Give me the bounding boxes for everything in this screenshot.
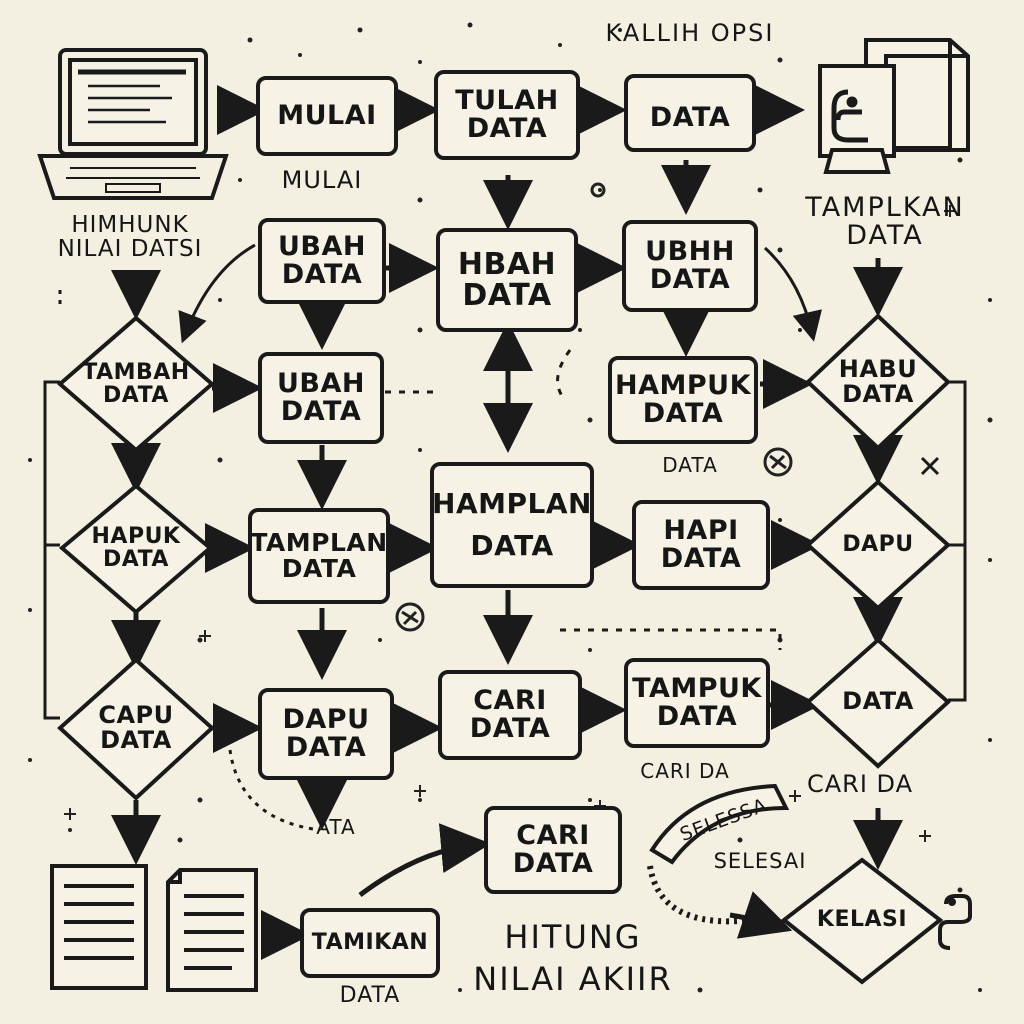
diamond-hapuk-data: [58, 483, 214, 615]
box-tamplan-data: [248, 508, 390, 604]
diamond-kelasi-label: KELASI: [816, 907, 908, 933]
caption-mulai: MULAI: [281, 166, 363, 195]
box-tamplan-data-label: TAMPLAN DATA: [250, 527, 388, 583]
box-ubah-data-2: [258, 352, 384, 444]
box-data-top: [624, 74, 756, 152]
box-hbah-data-label: HBAH DATA: [457, 246, 557, 313]
diagram-title: HITUNG NILAI AKIIR: [473, 918, 673, 998]
sparkle-doodles: [64, 205, 956, 842]
box-ubah-data-2-label: UBAH DATA: [277, 367, 365, 427]
diamond-tambah-data-label: TAMBAH DATA: [82, 359, 190, 408]
diamond-hapuk-data-label: HAPUK DATA: [91, 523, 181, 572]
box-dapu-data: [258, 688, 394, 780]
caption-cari-da-2: CARI DA: [806, 770, 914, 799]
box-hamplan-data-label: HAMPLAN DATA: [432, 487, 592, 562]
box-hampuk-data-label: HAMPUK DATA: [615, 369, 751, 429]
diamond-habu-data: [805, 313, 951, 451]
caption-data-bottom: DATA: [339, 983, 401, 1009]
caption-data-under-hampuk: DATA: [662, 452, 718, 477]
box-cari-data-2-label: CARI DATA: [512, 819, 594, 879]
box-tamikan-label: TAMIKAN: [311, 930, 429, 956]
box-dapu-data-label: DAPU DATA: [282, 703, 370, 763]
box-cari-data-1: [438, 670, 582, 760]
computer-icon: [818, 38, 970, 174]
document-icon: [166, 868, 258, 992]
box-mulai-label: MULAI: [277, 99, 377, 131]
diamond-dapu-label: DAPU: [842, 532, 914, 558]
diamond-tambah-data: [56, 315, 216, 453]
box-ubah-data-1: [258, 218, 386, 304]
box-cari-data-2: [484, 806, 622, 894]
diamond-data-label: DATA: [842, 687, 914, 716]
box-ubah-data-1-label: UBAH DATA: [278, 230, 366, 290]
diamond-capu-data-label: CAPU DATA: [98, 700, 174, 754]
box-tampuk-data: [624, 658, 770, 748]
diamond-data: [805, 637, 951, 769]
diamond-habu-data-label: HABU DATA: [838, 354, 918, 408]
box-hampuk-data: [608, 356, 758, 444]
decision-diamonds: [56, 313, 951, 985]
flow-arrows: [111, 85, 903, 960]
box-ubhh-data-label: UBHH DATA: [645, 235, 735, 295]
box-tulah-data-label: TULAH DATA: [455, 84, 559, 144]
box-tulah-data: [434, 70, 580, 160]
caption-tampilkan: TAMPLKAN DATA: [805, 191, 965, 251]
box-data-top-label: DATA: [649, 101, 731, 133]
box-mulai: [256, 76, 398, 156]
box-hamplan-data: [430, 462, 594, 588]
selessa-banner: [647, 783, 790, 925]
box-ubhh-data: [622, 220, 758, 312]
diamond-dapu: [805, 479, 951, 611]
document-icon: [50, 864, 148, 990]
box-cari-data-1-label: CARI DATA: [469, 684, 551, 744]
box-tampuk-data-label: TAMPUK DATA: [632, 672, 762, 732]
box-hbah-data: [436, 228, 578, 332]
caption-selesai: SELESAI: [713, 848, 807, 873]
process-boxes: [248, 70, 770, 978]
box-hapi-data-label: HAPI DATA: [660, 514, 742, 574]
caption-ata: ATA: [316, 814, 356, 839]
diamond-capu-data: [57, 657, 215, 801]
top-caption: KALLIH OPSI: [605, 19, 775, 48]
box-tamikan: [300, 908, 440, 978]
caption-himpunk: HIMHUNK NILAI DATSI: [57, 211, 203, 262]
laptop-icon: [37, 48, 229, 200]
spiral-doodles: [395, 182, 793, 632]
caption-cari-da-1: CARI DA: [640, 758, 730, 783]
box-hapi-data: [632, 500, 770, 590]
x-doodle: [920, 456, 940, 476]
diamond-kelasi: [780, 857, 944, 985]
python-logo-icon: [938, 894, 972, 950]
python-logo-icon: [831, 89, 868, 143]
feedback-lines: [43, 243, 967, 832]
